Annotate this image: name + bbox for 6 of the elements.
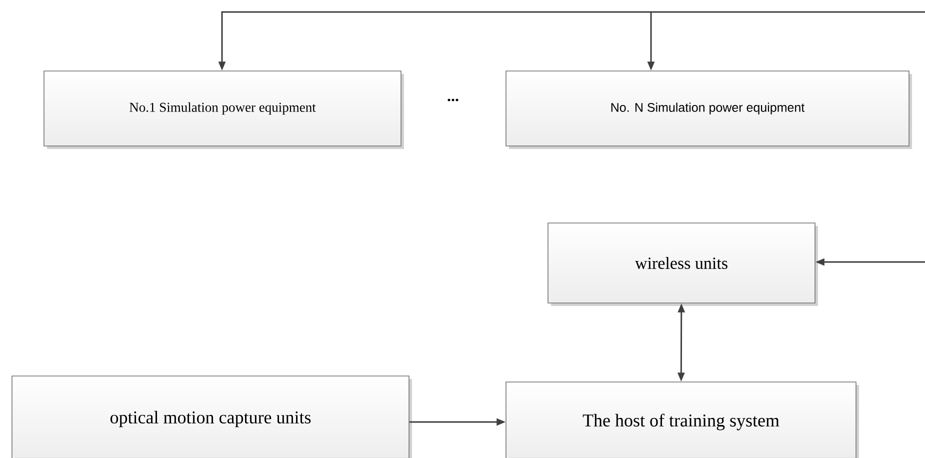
process-box: wireless units — [548, 222, 818, 306]
process-box: optical motion capture units — [12, 376, 412, 458]
ellipsis: ... — [448, 98, 458, 102]
process-box: No. N Simulation power equipment — [506, 70, 912, 149]
process-box: No.1 Simulation power equipment — [44, 70, 404, 149]
process-box: The host of training system — [506, 382, 859, 458]
